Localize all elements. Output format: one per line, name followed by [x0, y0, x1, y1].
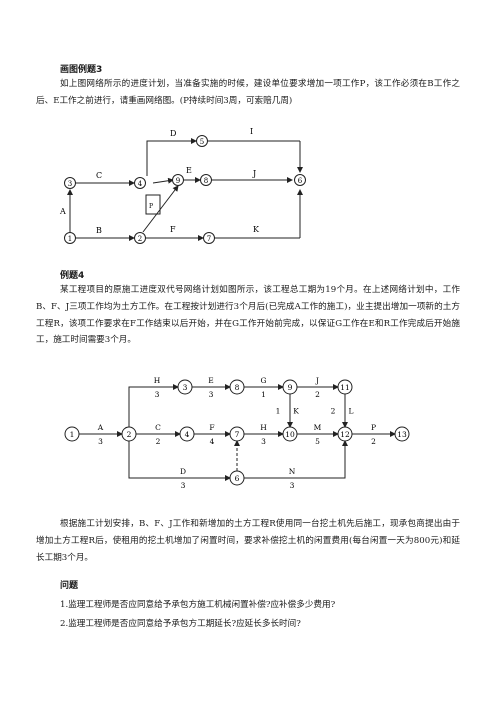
activity-duration-D: 3	[181, 481, 186, 490]
example4-heading: 例题4	[60, 271, 85, 281]
label-E: E	[186, 166, 192, 175]
network-diagram-1: 3 1 4 2 5 9 8 7 6 C B A D I E J F K P	[59, 127, 306, 244]
node-label-10: 10	[285, 430, 295, 439]
label-P: P	[149, 203, 153, 210]
node-label-7: 7	[235, 430, 240, 439]
node-2: 2	[138, 235, 142, 243]
activity-duration-M: 5	[315, 437, 320, 446]
node-circle-2	[121, 426, 137, 442]
node-4: 4	[138, 180, 143, 188]
activity-duration-P: 2	[371, 437, 376, 446]
node-label-12: 12	[340, 430, 350, 439]
node-circle-7	[229, 426, 245, 442]
node-circle-13	[394, 426, 410, 442]
question-1: 1.监理工程师是否应同意给予承包方施工机械闲置补偿?应补偿多少费用?	[60, 600, 336, 610]
node-circle-12	[337, 426, 353, 442]
activity-label-H: H	[154, 376, 161, 385]
node-circle-11	[337, 379, 353, 395]
activity-arrow-D	[128, 441, 231, 481]
activity-label-K: 1	[276, 407, 281, 416]
node-label-1: 1	[70, 430, 75, 439]
activity-duration-N: 3	[290, 481, 295, 490]
node-label-2: 2	[127, 430, 132, 439]
example3-paragraph: 如上图网络所示的进度计划，当准备实施的时候，建设单位要求增加一项工作P，该工作必…	[36, 79, 460, 106]
activity-label-F: F	[209, 423, 214, 432]
node-circle-10	[282, 426, 298, 442]
example4-paragraph2: 根据施工计划安排，B、F、J工作和新增加的土方工程R使用同一台挖土机先后施工，现…	[36, 519, 460, 563]
questions-heading: 问题	[60, 581, 79, 591]
label-K: K	[253, 225, 260, 234]
node-1: 1	[68, 235, 72, 243]
activity-label-D: D	[180, 467, 186, 476]
activity-label-N: N	[289, 467, 296, 476]
label-F: F	[170, 225, 176, 234]
activity-duration-F: 4	[210, 437, 215, 446]
label-D: D	[170, 129, 176, 138]
node-label-8: 8	[235, 383, 240, 392]
activity-duration-H: 3	[155, 390, 160, 399]
activity-duration-C: 2	[156, 437, 161, 446]
activity-label-C: C	[155, 423, 161, 432]
activity-duration-H: 3	[261, 437, 266, 446]
node-label-9: 9	[288, 383, 293, 392]
question-2: 2.监理工程师是否应同意给予承包方工期延长?应延长多长时间?	[60, 619, 301, 629]
node-9: 9	[176, 177, 180, 185]
example4-paragraph: 某工程项目的原施工进度双代号网络计划如图所示，该工程总工期为19个月。在上述网络…	[36, 285, 460, 346]
node-circle-6	[229, 470, 245, 486]
activity-label-J: J	[315, 376, 319, 385]
node-label-13: 13	[397, 430, 407, 439]
activity-duration-E: 3	[209, 390, 214, 399]
activity-label-P: P	[371, 423, 376, 432]
node-7: 7	[207, 235, 211, 243]
activity-arrow-H	[128, 384, 179, 427]
node-8: 8	[204, 177, 208, 185]
activity-duration-G: 1	[261, 390, 266, 399]
node-label-6: 6	[235, 474, 240, 483]
node-circle-1	[64, 426, 80, 442]
activity-duration-A: 3	[98, 437, 103, 446]
activity-label-L: 2	[331, 407, 336, 416]
activity-label-M: M	[314, 423, 322, 432]
node-label-11: 11	[340, 383, 350, 392]
label-C: C	[96, 171, 102, 180]
activity-arrow-N	[244, 440, 348, 479]
label-I: I	[250, 127, 253, 136]
node-label-3: 3	[183, 383, 188, 392]
label-A: A	[59, 207, 66, 216]
activity-duration-K: K	[293, 407, 299, 416]
node-3: 3	[68, 180, 72, 188]
label-B: B	[96, 226, 102, 235]
node-circle-9	[282, 379, 298, 395]
label-J: J	[252, 169, 256, 178]
activity-label-G: G	[261, 376, 267, 385]
node-label-4: 4	[185, 430, 190, 439]
activity-duration-L: L	[349, 407, 354, 416]
node-6: 6	[298, 177, 303, 185]
activity-label-A: A	[97, 423, 104, 432]
activity-label-E: E	[208, 376, 213, 385]
example3-heading: 画图例题3	[60, 65, 103, 75]
node-circle-4	[179, 426, 195, 442]
node-circle-8	[229, 379, 245, 395]
activity-label-H: H	[260, 423, 267, 432]
activity-duration-J: 2	[315, 390, 320, 399]
node-circle-3	[177, 379, 193, 395]
node-5: 5	[200, 138, 204, 146]
